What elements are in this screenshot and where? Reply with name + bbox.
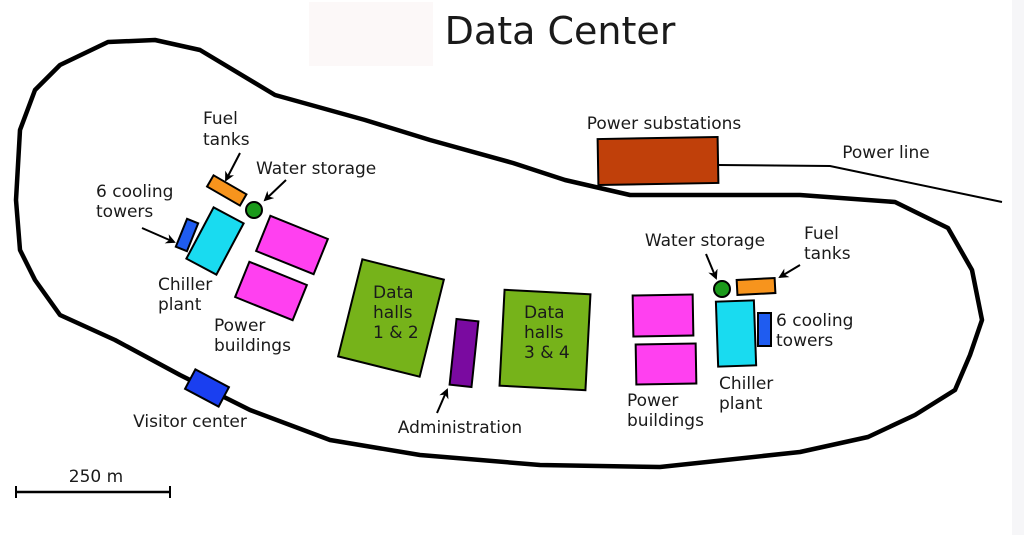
administration-building [448, 317, 480, 389]
power-building-left-2 [233, 260, 309, 322]
cooling-towers-left-arrow [141, 227, 176, 244]
water-storage-left [245, 201, 263, 219]
cooling-towers-right [757, 312, 772, 347]
cooling-towers-left [174, 217, 200, 253]
scale-bar: 250 m [15, 467, 171, 498]
administration-label: Administration [398, 418, 522, 438]
cooling-towers-right-label: 6 cooling towers [776, 311, 859, 351]
fuel-tanks-right [735, 276, 777, 297]
water-storage-right-label: Water storage [645, 231, 765, 251]
power-building-right-2 [634, 342, 698, 386]
power-substations [596, 135, 720, 187]
power-substations-label: Power substations [587, 114, 742, 134]
data-halls-3-4-label: Data halls 3 & 4 [524, 303, 570, 363]
site-perimeter-road [13, 37, 985, 470]
power-line [717, 164, 1003, 203]
chiller-plant-left-label: Chiller plant [158, 275, 218, 315]
data-halls-1-2-label: Data halls 1 & 2 [373, 283, 419, 343]
power-building-left-1 [254, 214, 330, 276]
right-edge-strip [1012, 0, 1024, 535]
water-storage-left-label: Water storage [256, 159, 376, 179]
visitor-center-label: Visitor center [133, 412, 247, 432]
diagram-title: Data Center [445, 9, 676, 53]
data-halls-1-2 [336, 258, 446, 378]
background-patch [309, 2, 433, 66]
chiller-plant-right-label: Chiller plant [719, 374, 779, 414]
water-storage-right [713, 280, 731, 298]
water-storage-right-arrow [705, 253, 718, 280]
fuel-tanks-left-arrow [225, 152, 241, 182]
fuel-tanks-left-label: Fuel tanks [203, 109, 250, 150]
power-line-label: Power line [842, 143, 929, 163]
administration-arrow [436, 388, 449, 414]
fuel-tanks-left [205, 173, 248, 207]
scale-bar-label: 250 m [69, 467, 123, 487]
fuel-tanks-right-arrow [778, 264, 801, 279]
data-halls-3-4 [498, 288, 592, 392]
cooling-towers-left-label: 6 cooling towers [96, 182, 179, 222]
power-buildings-right-label: Power buildings [627, 391, 704, 431]
fuel-tanks-right-label: Fuel tanks [804, 224, 851, 264]
water-storage-left-arrow [263, 179, 287, 202]
chiller-plant-right [714, 299, 758, 368]
visitor-center [183, 368, 231, 408]
power-building-right-1 [631, 293, 695, 338]
power-buildings-left-label: Power buildings [214, 316, 291, 356]
chiller-plant-left [185, 206, 245, 276]
